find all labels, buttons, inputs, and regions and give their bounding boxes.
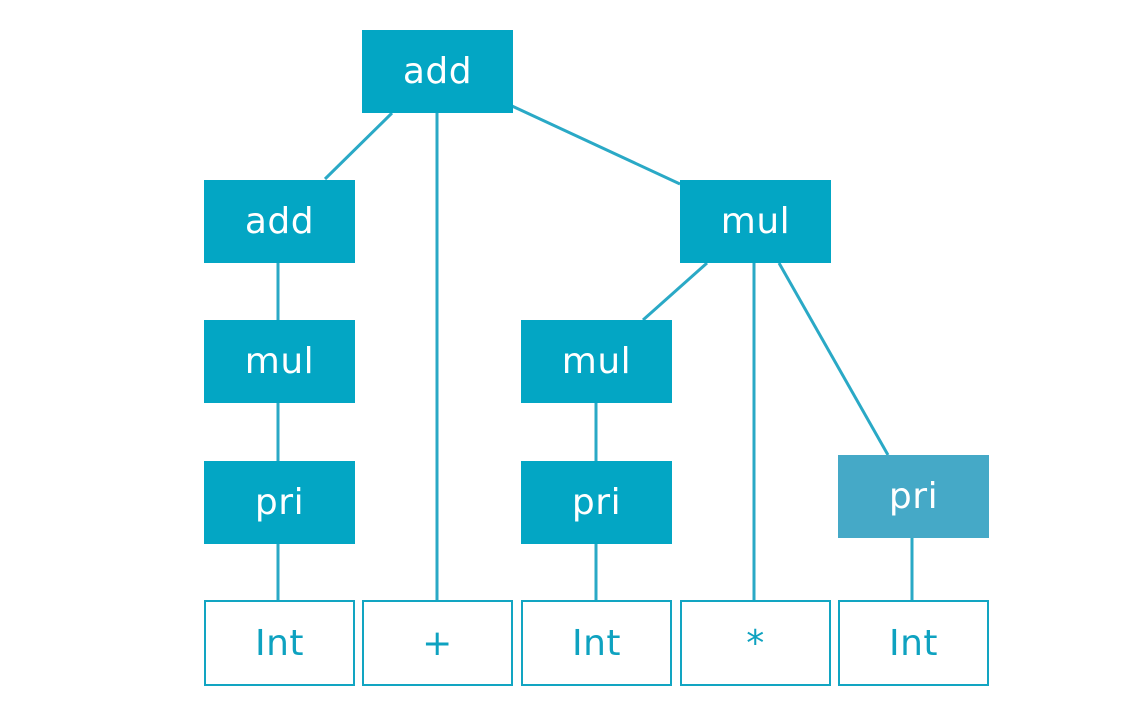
node-left-mul: mul — [204, 320, 355, 403]
leaf-int-1: Int — [204, 600, 355, 686]
leaf-star: * — [680, 600, 831, 686]
node-left-pri: pri — [204, 461, 355, 544]
node-left-add: add — [204, 180, 355, 263]
leaf-int-2: Int — [521, 600, 672, 686]
leaf-plus: + — [362, 600, 513, 686]
edge-root-to-right-mul — [511, 104, 681, 186]
edge-right-mul-to-right-pri — [777, 262, 890, 456]
node-root-add: add — [362, 30, 513, 113]
leaf-int-3: Int — [838, 600, 989, 686]
node-inner-pri: pri — [521, 461, 672, 544]
edge-root-to-left-add — [323, 111, 394, 181]
node-inner-mul: mul — [521, 320, 672, 403]
node-right-pri: pri — [838, 455, 989, 538]
edge-right-mul-to-inner-mul — [642, 261, 708, 322]
node-right-mul: mul — [680, 180, 831, 263]
